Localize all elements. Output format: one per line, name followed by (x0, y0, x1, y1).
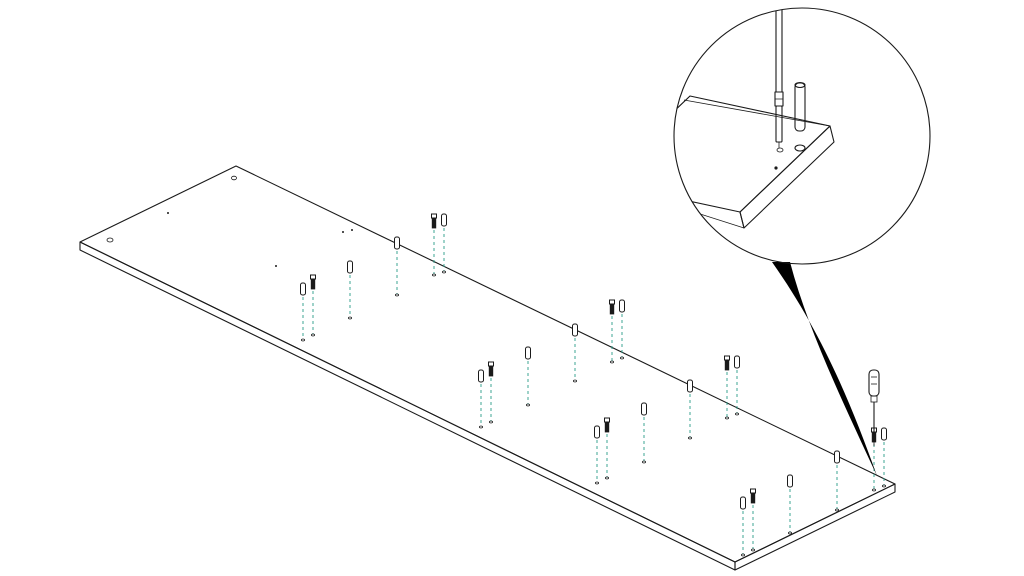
hole (347, 316, 352, 320)
hole (167, 212, 169, 214)
screw-head (604, 417, 610, 423)
dowel (619, 299, 625, 360)
dowel-body (300, 282, 306, 296)
screw-head (431, 213, 437, 219)
hole (735, 412, 740, 416)
hole (478, 425, 483, 429)
board-right-edge (734, 483, 896, 571)
hole (431, 273, 436, 277)
screw-thread (750, 492, 756, 504)
dowel-body (347, 260, 353, 274)
dowel (572, 323, 578, 383)
hole (872, 488, 877, 492)
dowel (525, 346, 531, 407)
hole (688, 436, 693, 440)
screw-thread (604, 421, 610, 433)
screw-head (724, 355, 730, 361)
dowel-body (525, 346, 531, 360)
hole (751, 548, 756, 552)
hole (788, 531, 793, 535)
dowel (441, 213, 447, 274)
hole (595, 481, 600, 485)
cam-screw (724, 355, 730, 420)
dowel-body (572, 323, 578, 337)
hole (300, 338, 305, 342)
screw-head (310, 274, 316, 280)
cam-screw (488, 361, 494, 424)
dowel-body (787, 474, 793, 488)
dowel (740, 496, 746, 557)
hole (610, 360, 615, 364)
cam-screw (750, 488, 756, 552)
dowel (734, 355, 740, 416)
dowel (594, 425, 600, 485)
hole (725, 416, 730, 420)
hole (394, 293, 399, 297)
dowel (478, 369, 484, 429)
hole (741, 553, 746, 557)
dowel-body (619, 299, 625, 313)
hole (310, 333, 315, 337)
hole (573, 379, 578, 383)
dowel (394, 236, 400, 297)
board-top-face (79, 165, 896, 563)
dowel-body (441, 213, 447, 227)
dowel-body (394, 236, 400, 250)
screw-thread (431, 217, 437, 229)
board-panel (79, 165, 896, 571)
screw-thread (609, 303, 615, 315)
screw-thread (310, 278, 316, 290)
board-front-edge (79, 241, 736, 571)
dowel-body (881, 427, 887, 441)
dowel (641, 402, 647, 464)
hole (526, 403, 531, 407)
cam-screw (431, 213, 437, 277)
screwdriver-icon (868, 369, 880, 446)
cam-screw (609, 299, 615, 364)
dowel-body (478, 369, 484, 383)
screw-head (750, 488, 756, 494)
hole (342, 231, 344, 233)
dowel (787, 474, 793, 535)
cam-screw (310, 274, 316, 337)
hole (106, 237, 114, 243)
cam-screw (604, 417, 610, 480)
dowel (881, 427, 887, 488)
hole (642, 460, 647, 464)
hole (351, 229, 353, 231)
hole (231, 175, 237, 181)
dowel (300, 282, 306, 342)
detail-connector (772, 262, 877, 476)
hole (620, 356, 625, 360)
dowel-body (740, 496, 746, 510)
magnifier-detail-icon (673, 7, 931, 265)
hole (441, 270, 446, 274)
dowel (687, 379, 693, 440)
dowel-body (687, 379, 693, 393)
screw-thread (488, 365, 494, 377)
dowel-body (734, 355, 740, 369)
hole (275, 265, 277, 267)
screw-thread (724, 359, 730, 371)
dowel-body (641, 402, 647, 416)
dowel-body (594, 425, 600, 439)
hole (605, 476, 610, 480)
hole (835, 508, 840, 512)
fasteners-layer (300, 213, 887, 557)
hole (488, 420, 493, 424)
dowel (347, 260, 353, 320)
screw-head (609, 299, 615, 305)
screw-head (488, 361, 494, 367)
dowel-body (834, 450, 840, 464)
dowel (834, 450, 840, 512)
hole (882, 484, 887, 488)
